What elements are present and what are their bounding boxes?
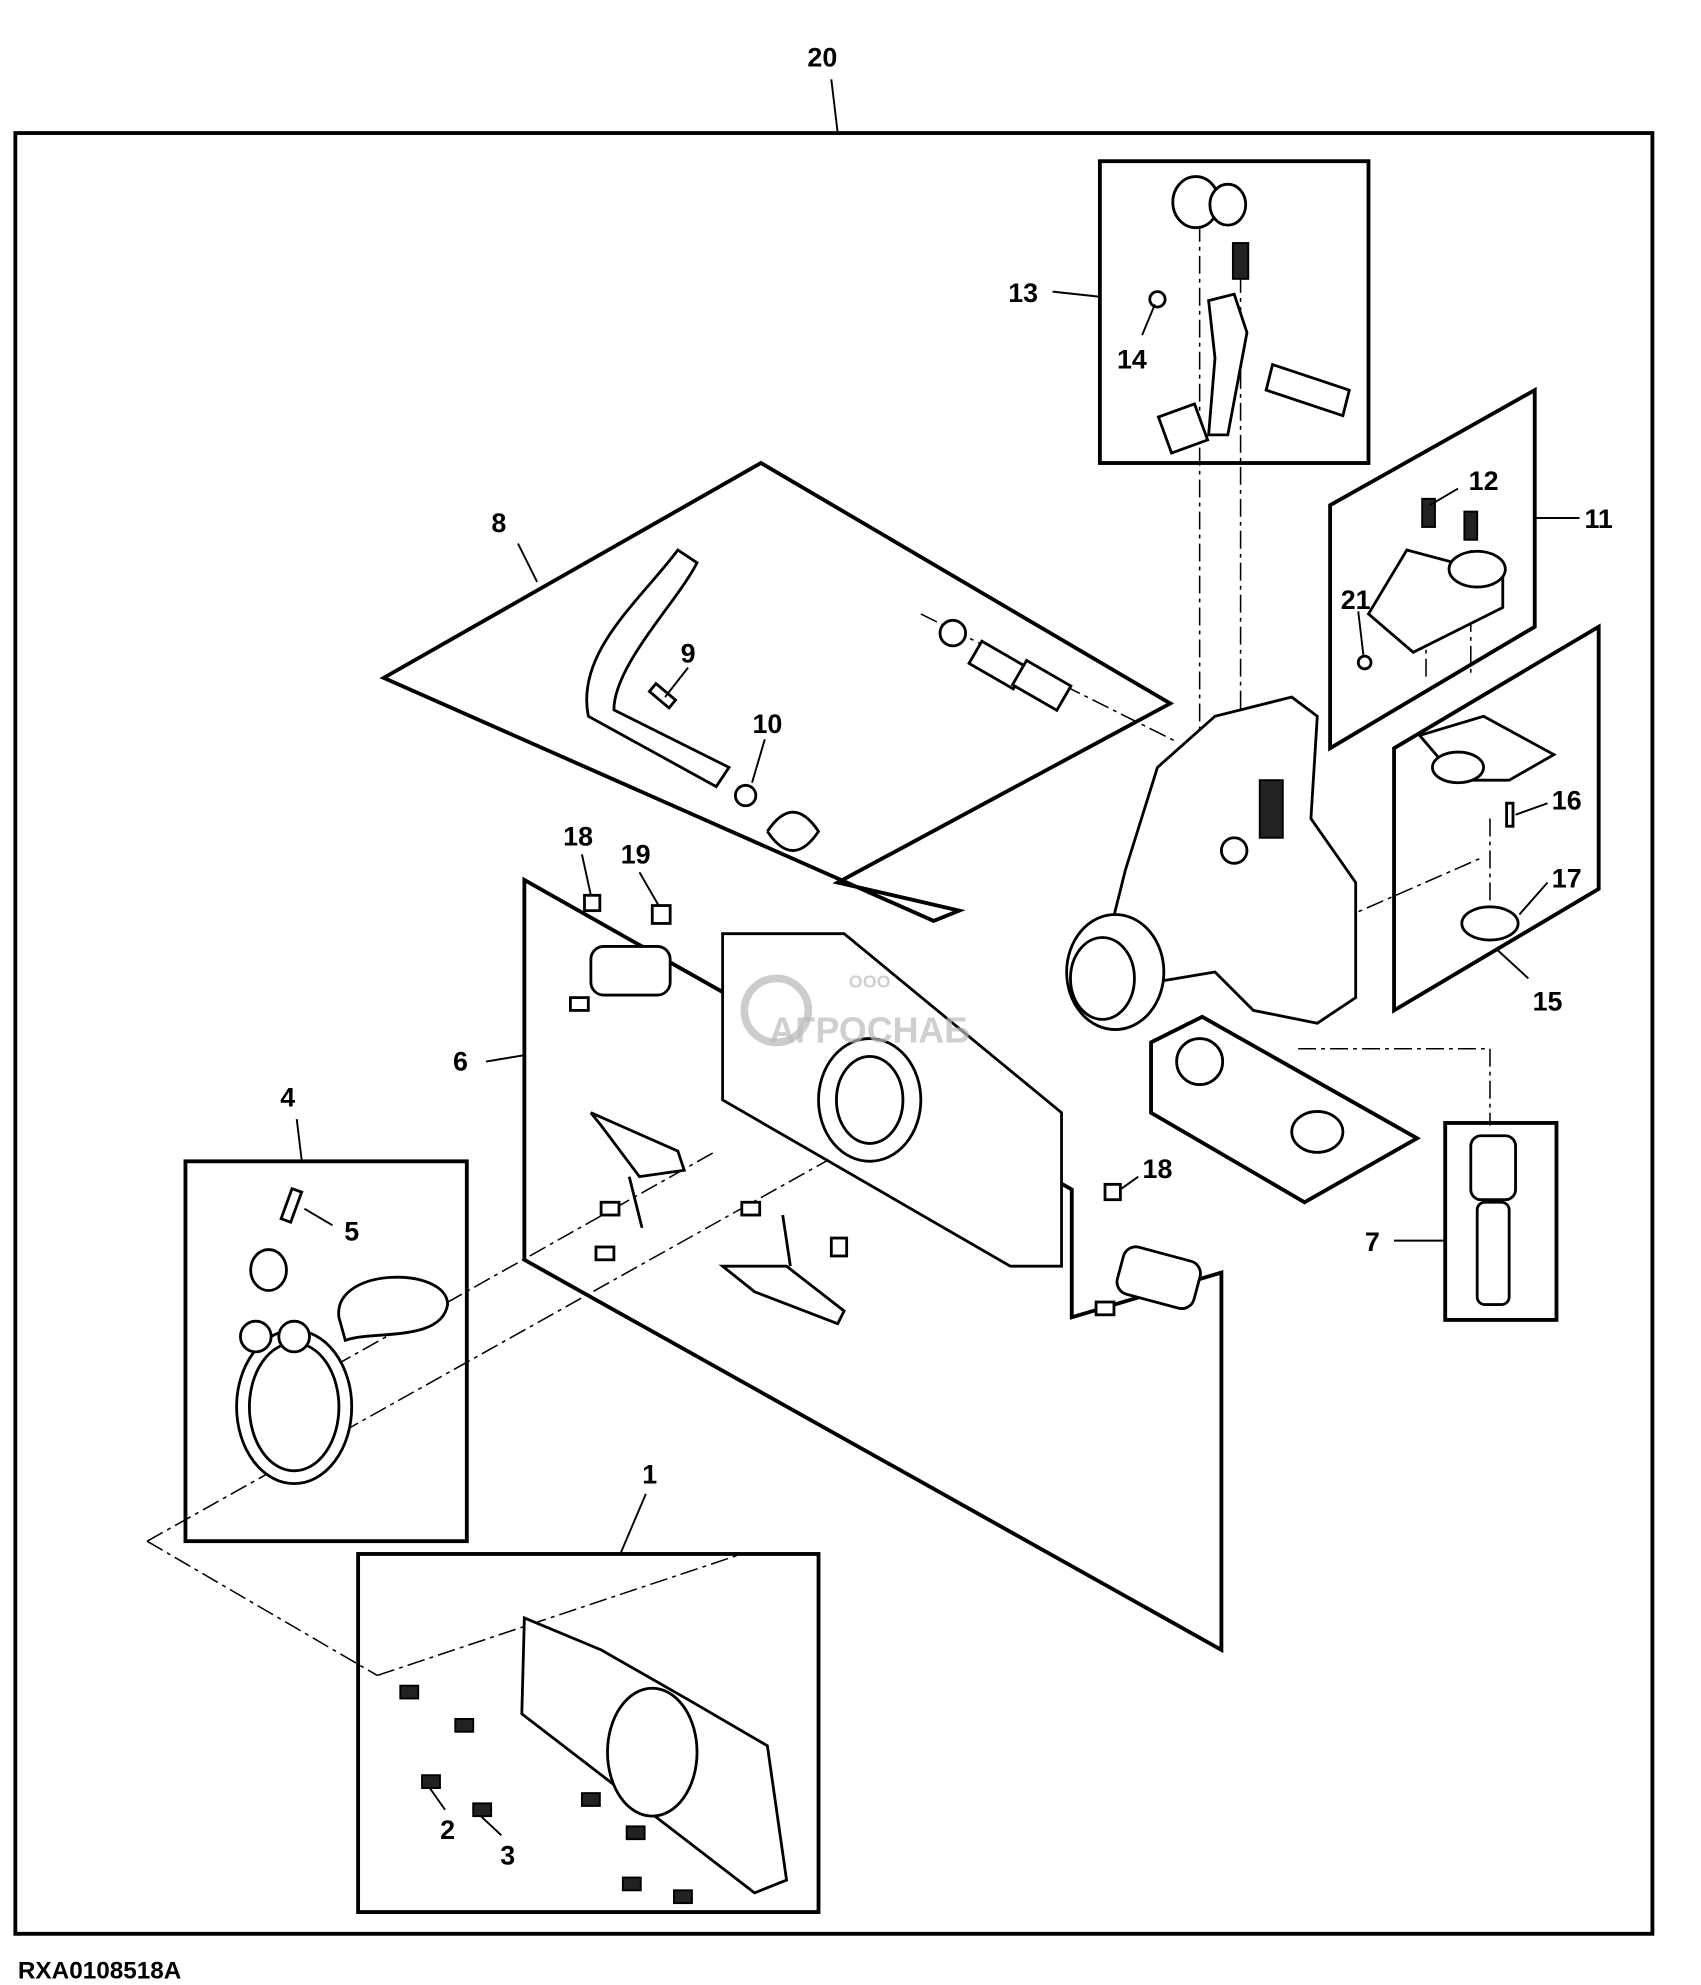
assembly-20-frame: [13, 131, 1655, 1936]
callout-21: 21: [1341, 585, 1371, 615]
group-8-frame: [379, 460, 1175, 923]
coupler-part: [1469, 1134, 1517, 1306]
center-plate: [721, 932, 1063, 1268]
callout-16: 16: [1552, 786, 1582, 816]
spring-group-frame: [1149, 1014, 1421, 1205]
leader-lines: [295, 290, 1580, 1837]
callout-19: 19: [621, 839, 651, 869]
main-housing: [1065, 695, 1358, 1031]
callout-2: 2: [440, 1815, 455, 1845]
group-1-frame: [356, 1552, 821, 1914]
callout-6: 6: [453, 1047, 468, 1077]
lever-parts: [1148, 175, 1351, 455]
callout-14: 14: [1117, 344, 1147, 374]
svg-text:ООО: ООО: [849, 971, 891, 991]
callout-18: 18: [563, 821, 593, 851]
callout-5: 5: [344, 1217, 359, 1247]
callout-labels: 20 13 14 12 11 21 8 9 10 16 17 15 18 19 …: [280, 43, 1613, 1871]
callout-13: 13: [1008, 278, 1038, 308]
latch-parts: [569, 893, 1202, 1326]
group-15-frame: [1392, 623, 1601, 1014]
callout-11: 11: [1584, 504, 1612, 534]
cover-parts: [1356, 497, 1507, 671]
figure-code: RXA0108518A: [18, 1958, 181, 1985]
leader-20: [830, 79, 839, 134]
group-11-frame: [1328, 386, 1537, 752]
callout-20: 20: [807, 43, 837, 73]
callout-10: 10: [752, 709, 782, 739]
callout-3: 3: [500, 1841, 515, 1871]
group-13-frame: [1097, 159, 1371, 465]
handle-parts: [585, 548, 1073, 852]
svg-text:АГРОСНАБ: АГРОСНАБ: [769, 1010, 970, 1050]
callout-7: 7: [1365, 1227, 1380, 1257]
callout-4: 4: [280, 1082, 295, 1112]
group-4-frame: [183, 1159, 469, 1544]
watermark-logo: ООО АГРОСНАБ: [740, 971, 970, 1050]
callout-18: 18: [1143, 1154, 1173, 1184]
group-7-frame: [1443, 1121, 1559, 1322]
callout-1: 1: [642, 1460, 657, 1490]
callout-15: 15: [1533, 986, 1563, 1016]
callout-12: 12: [1469, 466, 1499, 496]
callout-9: 9: [681, 639, 696, 669]
spring-parts: [1175, 1037, 1345, 1154]
callout-17: 17: [1552, 864, 1582, 894]
cover-plate-parts: [399, 1615, 789, 1905]
plate-ring-parts: [1417, 714, 1557, 942]
handle-ring-parts: [235, 1186, 450, 1486]
callout-8: 8: [491, 508, 506, 538]
